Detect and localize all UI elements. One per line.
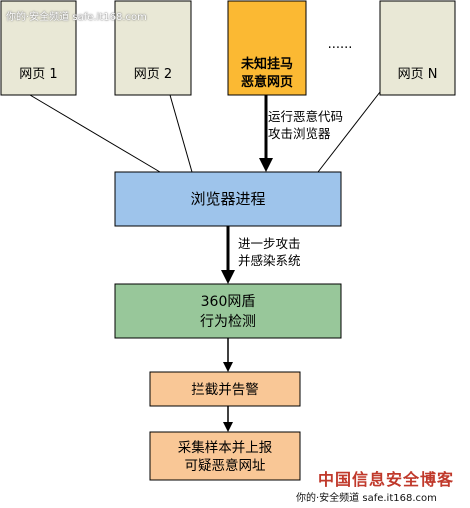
page-box-1 (0, 0, 77, 96)
page-label-malicious-line1: 未知挂马 (240, 56, 293, 72)
watermark-logo: 中国信息安全博客 (318, 470, 455, 489)
page-label-n: 网页 N (398, 67, 438, 82)
connector-page1 (29, 94, 161, 173)
page-box-n (379, 0, 456, 96)
page-label-2: 网页 2 (134, 67, 172, 82)
arrow-attack-head (259, 158, 273, 172)
edge-label-infect-line2: 并感染系统 (238, 253, 301, 268)
page-label-1: 网页 1 (19, 67, 57, 82)
edge-label-attack-line2: 攻击浏览器 (268, 126, 331, 141)
page-box-2 (114, 0, 192, 96)
watermark-bottom: 你的·安全频道 safe.it168.com (296, 493, 437, 504)
arrow-report-head (223, 422, 233, 432)
edge-label-infect-line1: 进一步攻击 (238, 236, 301, 251)
browser-process-box (114, 171, 342, 227)
browser-process-label: 浏览器进程 (190, 190, 265, 208)
arrow-block-head (223, 362, 233, 372)
shield-label-line2: 行为检测 (200, 314, 256, 330)
page-label-malicious-line2: 恶意网页 (241, 74, 293, 90)
report-box (149, 431, 301, 481)
block-alert-label: 拦截并告警 (191, 382, 259, 398)
edge-label-attack-line1: 运行恶意代码 (268, 109, 343, 124)
ellipsis-label: ...... (328, 37, 353, 52)
connector-page2 (169, 94, 193, 173)
report-label-line1: 采集样本并上报 (178, 440, 273, 456)
connector-pageN (317, 91, 381, 173)
watermark-top: 你的·安全频道 safe.it168.com (6, 12, 147, 23)
report-label-line2: 可疑恶意网址 (185, 457, 266, 474)
arrow-infect-head (221, 270, 235, 284)
block-alert-box (149, 371, 301, 407)
shield-label-line1: 360网盾 (201, 294, 256, 310)
